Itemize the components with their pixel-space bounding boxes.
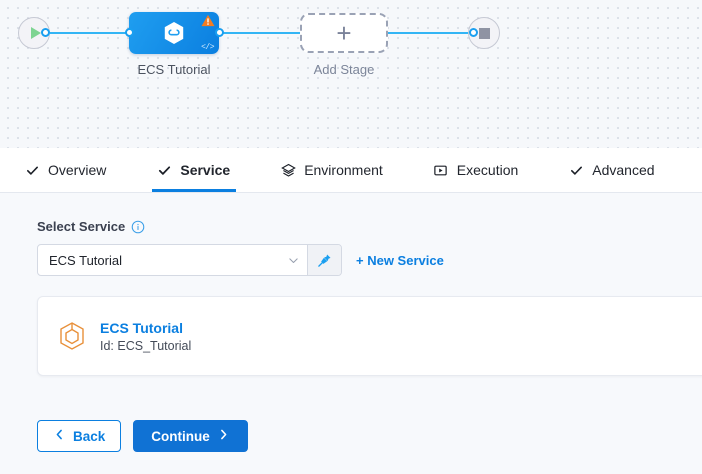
stage-node-output-port[interactable]	[215, 28, 224, 37]
play-box-icon	[433, 162, 449, 178]
continue-button[interactable]: Continue	[133, 420, 248, 452]
info-icon[interactable]	[131, 220, 145, 234]
service-card-text: ECS Tutorial Id: ECS_Tutorial	[100, 320, 191, 353]
stage-node-label: ECS Tutorial	[137, 62, 211, 77]
harness-hexagon-icon	[164, 21, 184, 45]
continue-button-label: Continue	[151, 428, 210, 444]
tab-advanced[interactable]: Advanced	[558, 148, 670, 192]
tab-service[interactable]: Service	[146, 148, 246, 192]
service-card-id: Id: ECS_Tutorial	[100, 338, 192, 353]
select-service-label: Select Service	[37, 219, 126, 234]
edge-stage-to-add	[222, 32, 302, 34]
back-button[interactable]: Back	[37, 420, 122, 452]
tab-advanced-label: Advanced	[592, 162, 655, 178]
service-tab-panel: Select Service ECS Tutorial + New	[0, 193, 702, 474]
pipeline-canvas[interactable]: </> ECS Tutorial + Add Stage	[0, 0, 702, 148]
chevron-down-icon[interactable]	[279, 245, 307, 275]
code-brackets-icon: </>	[201, 43, 214, 52]
pin-service-button[interactable]	[307, 245, 341, 275]
pin-icon	[318, 254, 331, 267]
tab-overview-label: Overview	[48, 162, 107, 178]
select-service-label-row: Select Service	[37, 219, 702, 234]
stage-config-tabs[interactable]: Overview Service Environment Execution	[0, 148, 702, 193]
tab-overview[interactable]: Overview	[14, 148, 122, 192]
check-icon	[24, 162, 40, 178]
tab-environment-label: Environment	[304, 162, 383, 178]
warning-triangle-icon	[201, 14, 215, 27]
service-select-row: ECS Tutorial + New Service	[37, 244, 702, 276]
layers-icon	[280, 162, 296, 178]
edge-start-to-stage	[44, 32, 130, 34]
new-service-link[interactable]: + New Service	[356, 252, 444, 268]
stop-square-icon	[478, 27, 490, 39]
add-stage-label: Add Stage	[313, 62, 375, 77]
tab-service-label: Service	[180, 162, 231, 178]
service-select[interactable]: ECS Tutorial	[37, 244, 342, 276]
service-card-title[interactable]: ECS Tutorial	[100, 319, 183, 336]
back-button-label: Back	[73, 428, 106, 444]
play-icon	[30, 27, 41, 39]
cube-hexagon-icon	[60, 322, 84, 350]
start-node-output-port[interactable]	[41, 28, 50, 37]
add-stage-button[interactable]: +	[300, 13, 388, 53]
stage-node-ecs-tutorial[interactable]: </>	[129, 12, 219, 54]
edge-add-to-end	[388, 32, 472, 34]
service-card[interactable]: ECS Tutorial Id: ECS_Tutorial	[37, 296, 702, 376]
check-icon	[568, 162, 584, 178]
tab-execution[interactable]: Execution	[423, 148, 534, 192]
end-node-input-port[interactable]	[469, 28, 478, 37]
wizard-footer-buttons: Back Continue	[37, 420, 248, 452]
tab-execution-label: Execution	[456, 162, 519, 178]
plus-icon: +	[336, 18, 352, 48]
service-select-value[interactable]: ECS Tutorial	[49, 252, 122, 268]
check-icon	[156, 162, 172, 178]
stage-node-input-port[interactable]	[125, 28, 134, 37]
tab-environment[interactable]: Environment	[270, 148, 399, 192]
chevron-left-icon	[53, 428, 66, 444]
chevron-right-icon	[217, 428, 230, 444]
